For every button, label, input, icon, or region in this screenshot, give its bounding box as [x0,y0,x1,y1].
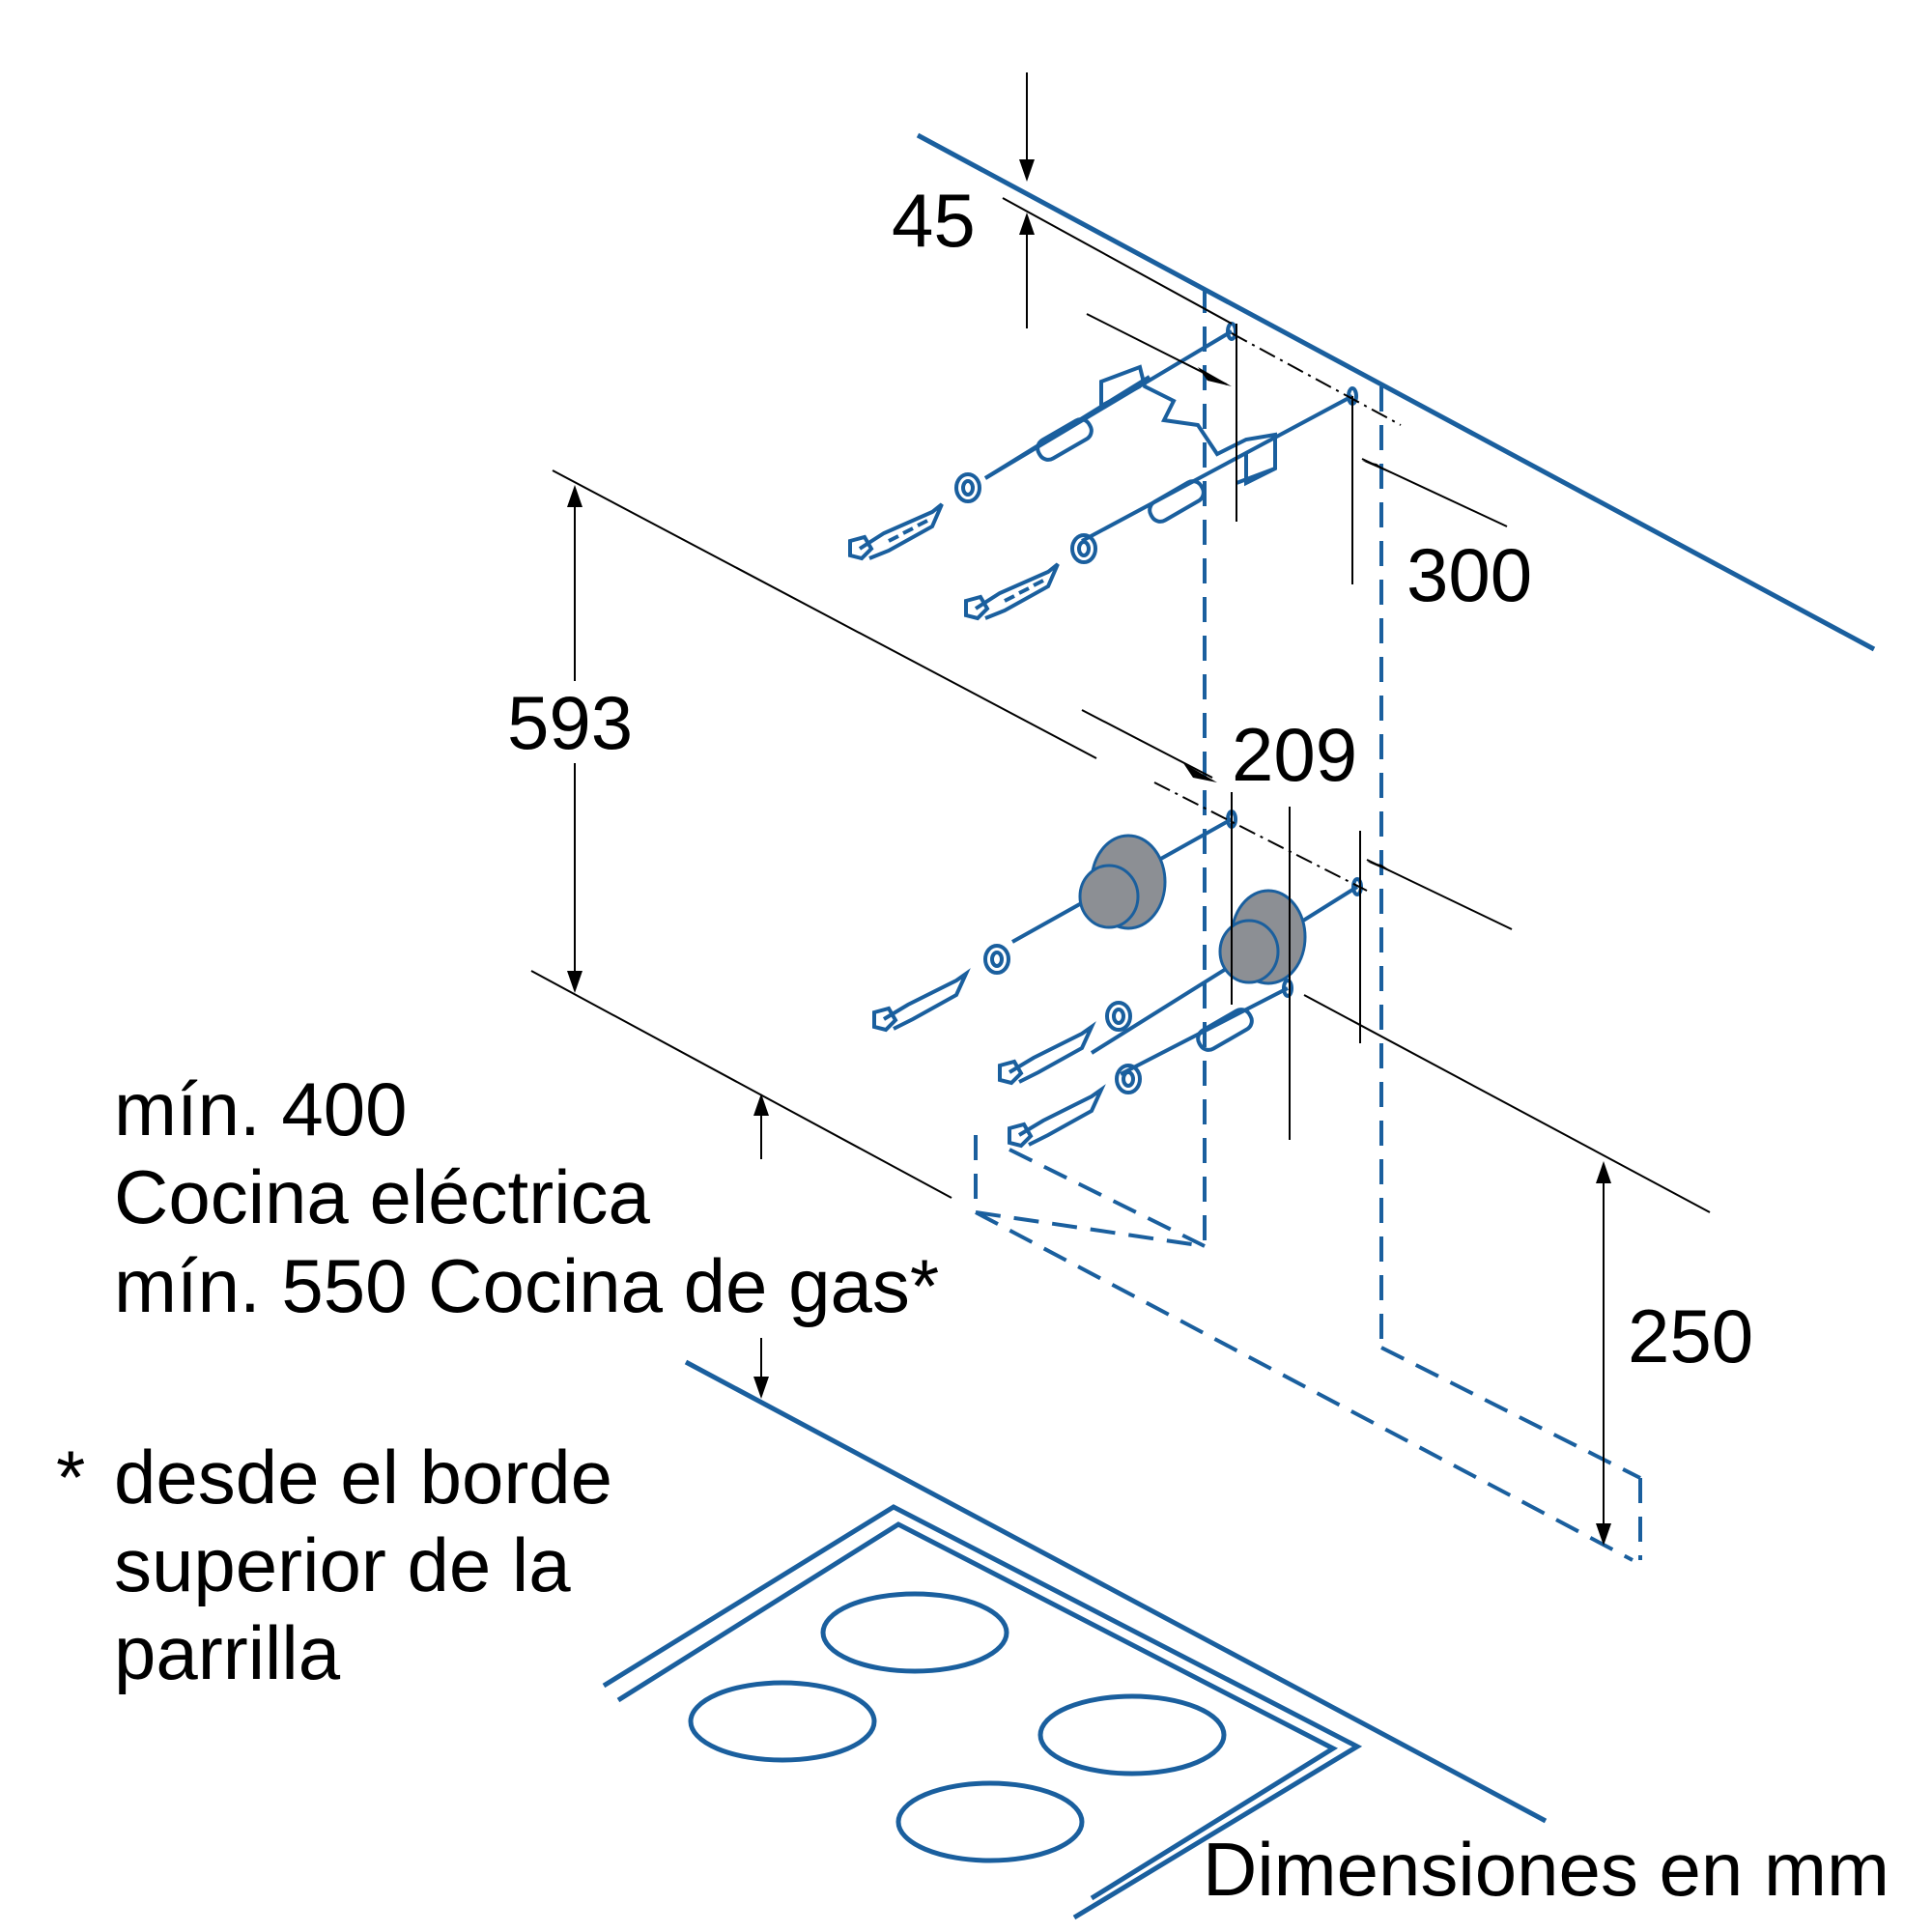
upper-fixings [848,322,1358,621]
drill-hole-lower-center [1282,979,1293,998]
footnote-line-2: superior de la [114,1522,571,1607]
dowel-upper-left [1036,417,1094,462]
label-300: 300 [1406,532,1532,617]
dimension-209 [1081,709,1513,1140]
washer-lower-1 [983,944,1010,975]
screw-lower-2 [998,1021,1096,1086]
burner-front-right [895,1780,1085,1863]
dimension-45 [1002,72,1233,328]
screw-lower-3 [1008,1084,1106,1149]
washer-lower-2 [1105,1001,1132,1032]
min-clearance-line-2: Cocina eléctrica [114,1154,651,1239]
label-45: 45 [892,178,976,263]
label-593: 593 [507,680,633,765]
min-clearance-line-3: mín. 550 Cocina de gas* [114,1243,939,1328]
mounting-plug-left [1078,834,1167,930]
burner-back-right [1037,1693,1227,1776]
lower-fixings [872,810,1363,1149]
dimension-593 [530,469,1097,1199]
dimension-min-clearance [753,1094,769,1399]
screw-upper-right [964,562,1060,621]
dowel-upper-right [1148,479,1206,524]
burner-back-left [820,1591,1009,1674]
min-clearance-line-1: mín. 400 [114,1066,408,1151]
burner-front-left [688,1680,877,1763]
screw-lower-1 [872,968,971,1033]
units-note: Dimensiones en mm [1203,1827,1889,1912]
upper-mounting-bracket [1099,364,1277,487]
washer-lower-3 [1115,1064,1142,1094]
footnote-line-1: desde el borde [114,1435,612,1520]
dimension-300 [1086,313,1508,584]
hood-outline-dashed [974,288,1642,1562]
washer-upper-right [1070,533,1097,564]
dimension-250 [1303,994,1711,1546]
footnote-line-3: parrilla [114,1610,341,1695]
footnote-marker: * [56,1435,85,1520]
mounting-plug-right [1218,889,1307,985]
dowel-lower [1196,1008,1254,1052]
screw-upper-left [848,502,944,561]
label-250: 250 [1628,1293,1753,1378]
label-209: 209 [1232,712,1357,797]
washer-upper-left [954,472,981,503]
cooktop [602,1359,1548,1920]
wall-top-edge [916,132,1876,652]
